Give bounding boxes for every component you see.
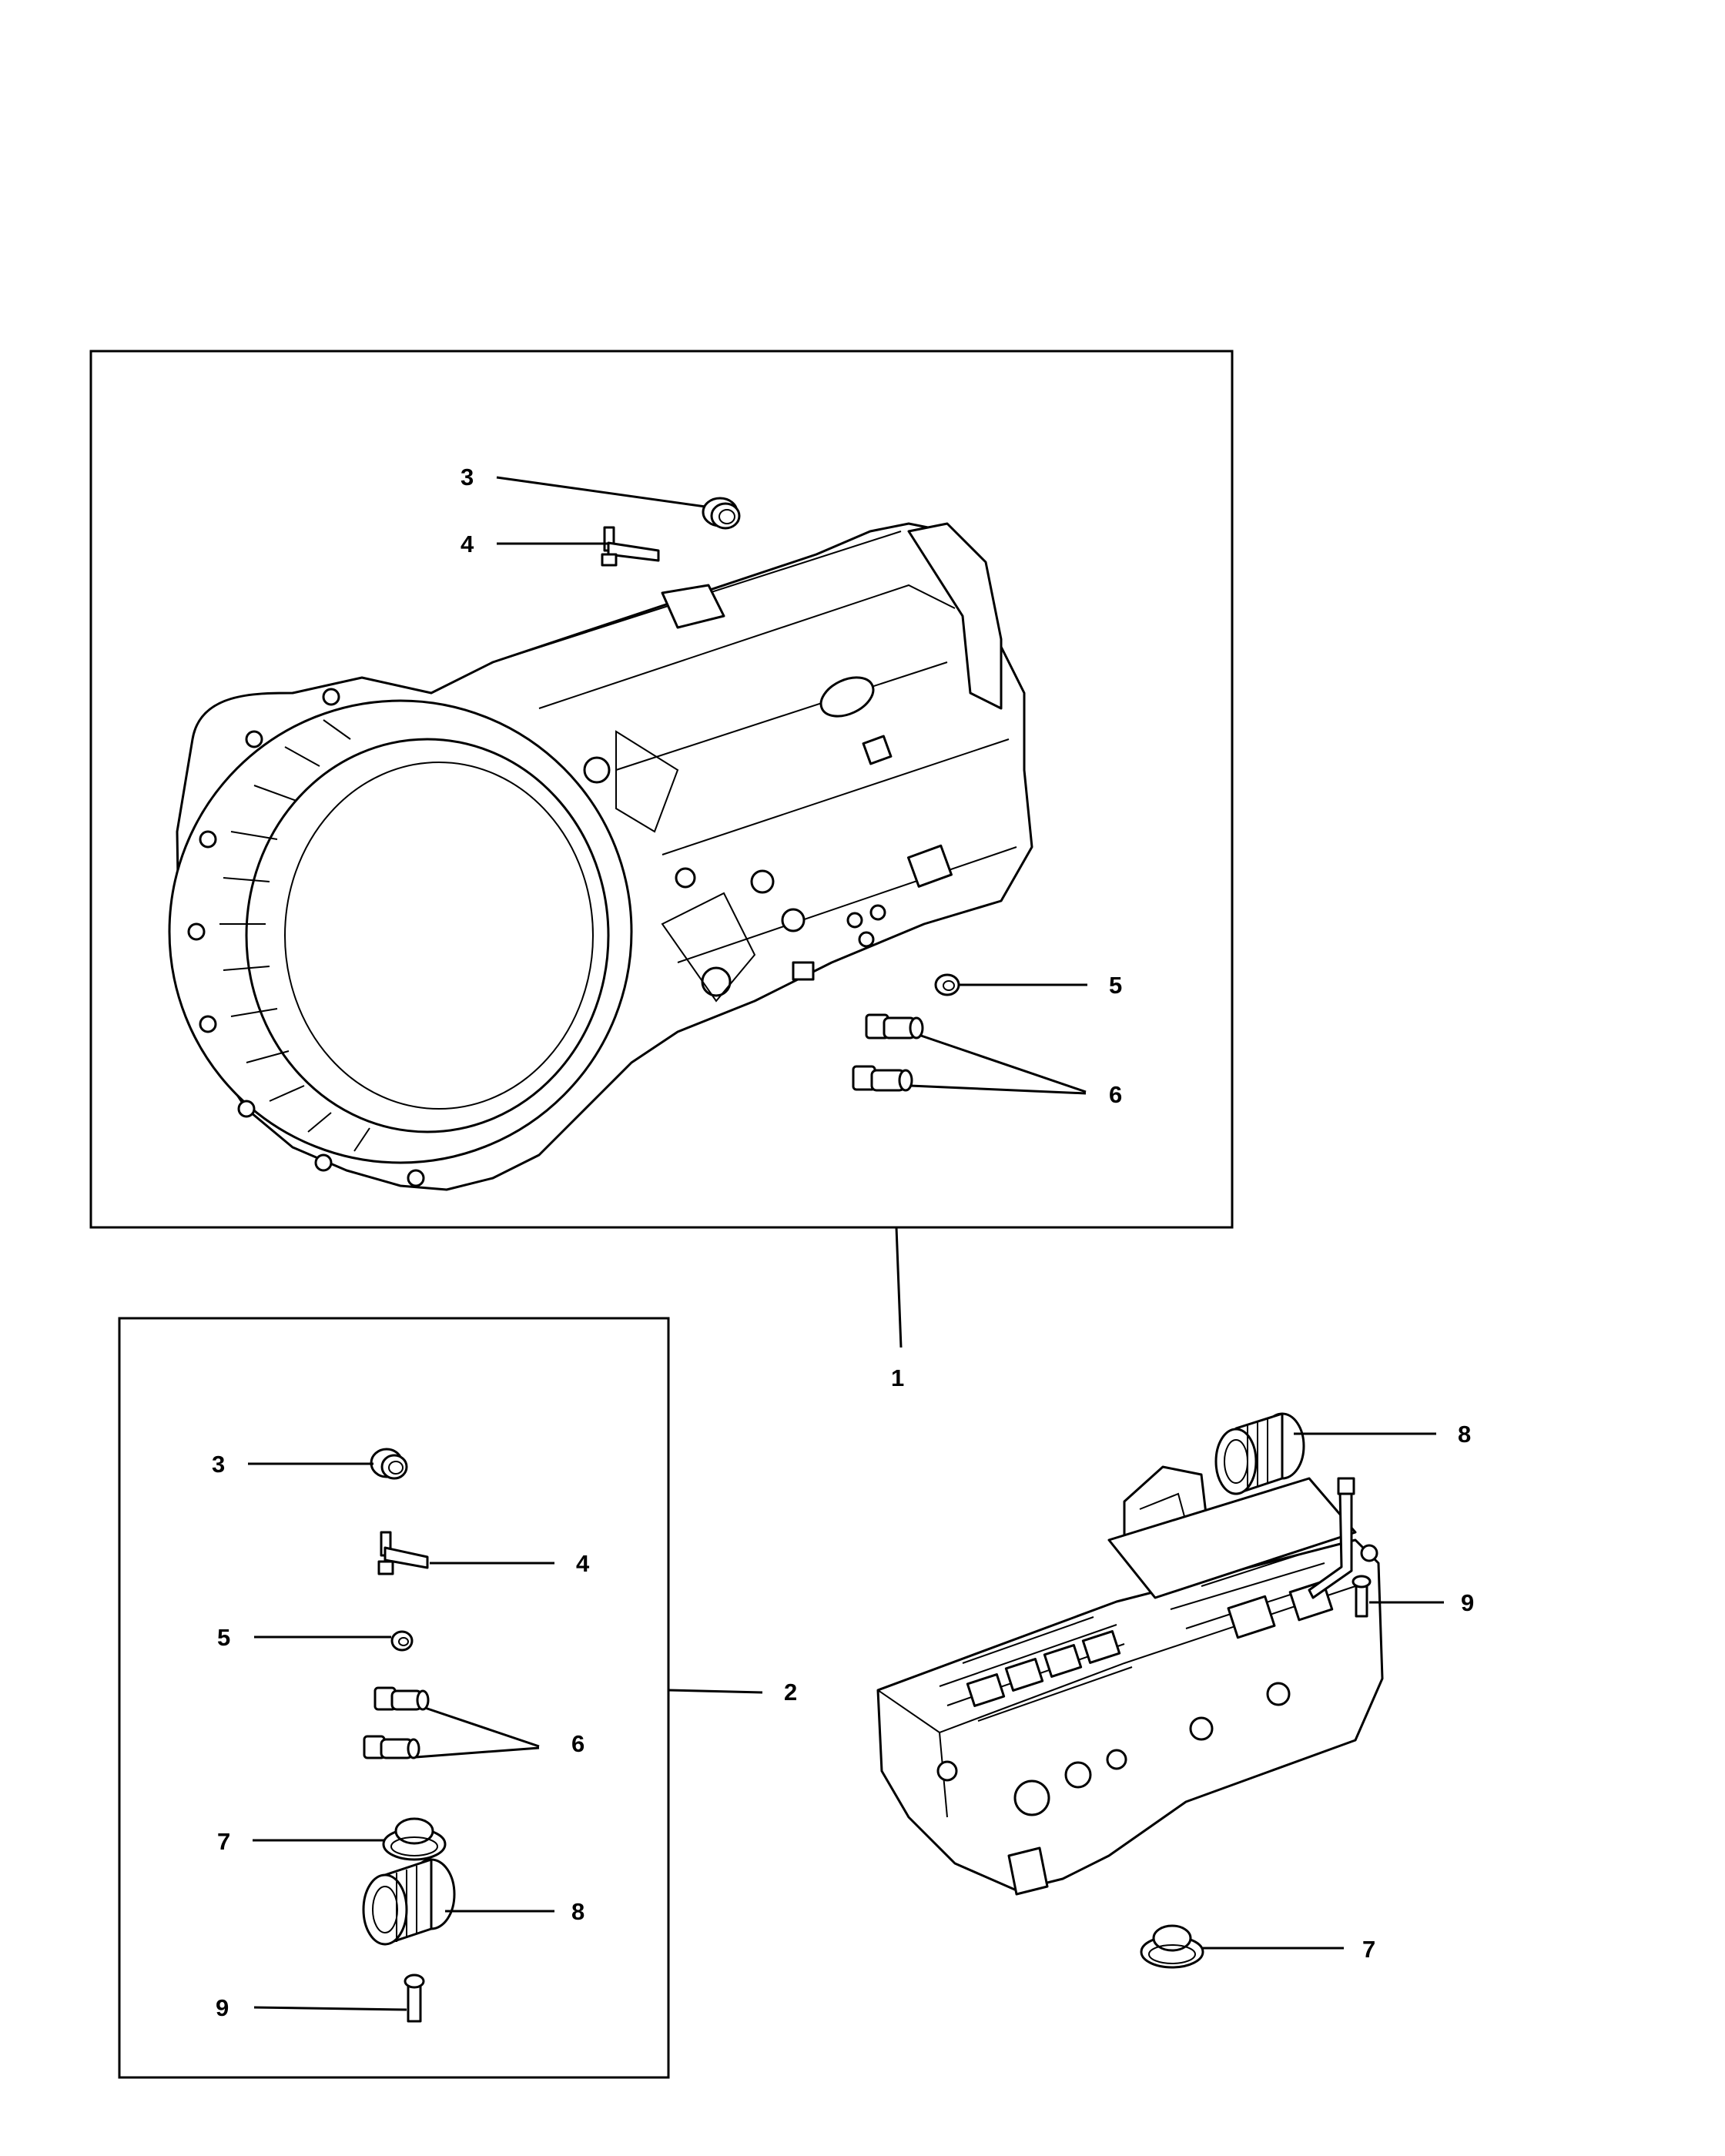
leader-fitting-lower-kit (415, 1746, 540, 1759)
leader-plug-top (496, 476, 706, 508)
bolt-valve-body-illustration (1352, 1575, 1372, 1618)
callout-plug-top: 3 (461, 464, 474, 490)
transmission-case-illustration (168, 522, 1033, 1191)
callout-connector-valve-body: 8 (1458, 1421, 1471, 1448)
callout-service-package: 2 (784, 1679, 797, 1706)
seal-valve-body-illustration (1140, 1924, 1204, 1969)
fittings-kit-illustration (363, 1686, 430, 1759)
callout-plug-small-top: 5 (1109, 972, 1122, 999)
transmission-assembly-frame (89, 350, 1234, 1229)
callout-bolt-kit: 9 (216, 1994, 229, 2021)
seal-kit-illustration (382, 1817, 447, 1861)
plug-kit-illustration (370, 1448, 408, 1480)
callout-seal-kit: 7 (217, 1828, 230, 1855)
callout-transmission-assembly: 1 (891, 1364, 904, 1391)
bolt-kit-illustration (404, 1974, 425, 2023)
leader-fitting-upper-top (920, 1034, 1087, 1093)
callout-vent-kit: 4 (576, 1550, 590, 1577)
callout-plug-small-kit: 5 (217, 1624, 230, 1651)
callout-connector-kit: 8 (571, 1898, 584, 1925)
leader-service-package (668, 1689, 763, 1694)
leader-bolt-kit (253, 2006, 407, 2011)
leader-fitting-lower-top (909, 1084, 1087, 1095)
callout-seal-valve-body: 7 (1362, 1936, 1375, 1963)
vent-top-illustration (601, 526, 660, 567)
plug-small-kit-illustration (390, 1630, 414, 1652)
callout-bolt-valve-body: 9 (1461, 1589, 1474, 1616)
service-package-frame (118, 1317, 670, 2079)
callout-fittings-kit: 6 (571, 1730, 584, 1757)
connector-valve-body-illustration (1214, 1412, 1305, 1495)
leader-transmission-assembly (895, 1227, 903, 1348)
callout-vent-top: 4 (461, 531, 474, 557)
plug-small-top-illustration (934, 973, 960, 996)
valve-body-illustration (876, 1465, 1384, 1896)
leader-fitting-upper-kit (424, 1706, 540, 1748)
fittings-top-illustration (852, 1013, 924, 1092)
plug-top-illustration (702, 497, 741, 530)
callout-plug-kit: 3 (212, 1451, 225, 1478)
callout-fittings-top: 6 (1109, 1081, 1122, 1108)
vent-kit-illustration (377, 1531, 429, 1575)
connector-kit-illustration (362, 1858, 456, 1946)
